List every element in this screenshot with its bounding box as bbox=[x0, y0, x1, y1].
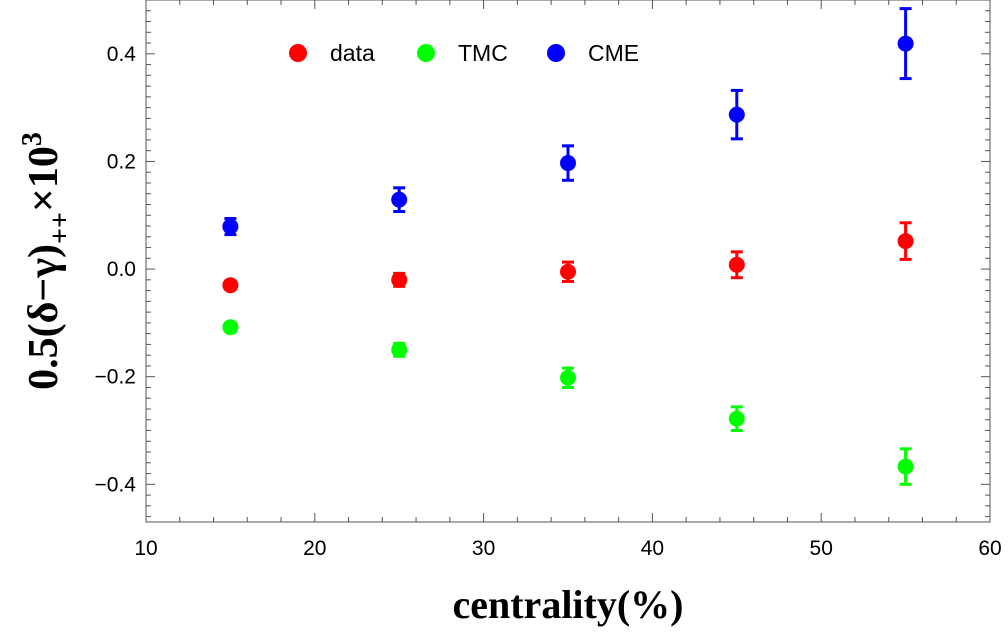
data-point bbox=[222, 218, 239, 235]
data-point bbox=[391, 271, 408, 288]
legend-marker-cme bbox=[547, 44, 565, 62]
data-point bbox=[560, 369, 576, 386]
x-tick-label: 40 bbox=[641, 537, 664, 560]
data-point bbox=[560, 263, 576, 280]
data-point bbox=[897, 35, 914, 52]
data-point bbox=[897, 233, 914, 250]
x-axis-title: centrality(%) bbox=[452, 582, 683, 627]
y-tick-label: 0.2 bbox=[107, 150, 136, 173]
axis-ticks bbox=[145, 0, 991, 522]
data-point bbox=[728, 410, 745, 427]
data-point bbox=[222, 277, 239, 294]
y-tick-label: 0.0 bbox=[107, 258, 136, 281]
data-point bbox=[222, 319, 239, 336]
data-point bbox=[391, 191, 408, 208]
x-tick-label: 60 bbox=[978, 537, 1001, 560]
series-tmc bbox=[222, 319, 914, 486]
y-axis-title-subscript: ++ bbox=[45, 212, 76, 244]
data-point bbox=[560, 155, 576, 172]
legend-label-tmc: TMC bbox=[458, 40, 508, 66]
x-tick-label: 50 bbox=[810, 537, 833, 560]
x-tick-label: 10 bbox=[134, 537, 157, 560]
series-cme bbox=[222, 7, 914, 237]
y-axis-title-superscript: 3 bbox=[17, 132, 48, 146]
data-point bbox=[897, 458, 914, 475]
legend: data TMC CME bbox=[289, 40, 639, 66]
y-axis-title-main: 0.5(δ−γ) bbox=[21, 244, 67, 390]
axis-tick-labels: 10 20 30 40 50 60 −0.4 −0.2 0.0 0.2 0.4 bbox=[95, 43, 1002, 560]
y-tick-label: −0.2 bbox=[95, 366, 136, 389]
data-point bbox=[391, 341, 408, 358]
legend-marker-data bbox=[289, 44, 307, 62]
plot-frame bbox=[145, 0, 991, 523]
series-data bbox=[222, 221, 914, 294]
data-point bbox=[728, 106, 745, 123]
legend-label-data: data bbox=[330, 40, 375, 66]
legend-marker-tmc bbox=[417, 44, 435, 62]
x-tick-label: 20 bbox=[303, 537, 326, 560]
y-tick-label: −0.4 bbox=[95, 473, 137, 496]
y-tick-label: 0.4 bbox=[107, 43, 137, 66]
y-axis-title: 0.5(δ−γ)++×103 bbox=[17, 132, 76, 390]
legend-label-cme: CME bbox=[588, 40, 639, 66]
data-points bbox=[222, 7, 914, 486]
x-tick-label: 30 bbox=[472, 537, 495, 560]
data-point bbox=[728, 256, 745, 273]
y-axis-title-times: ×10 bbox=[21, 146, 67, 212]
